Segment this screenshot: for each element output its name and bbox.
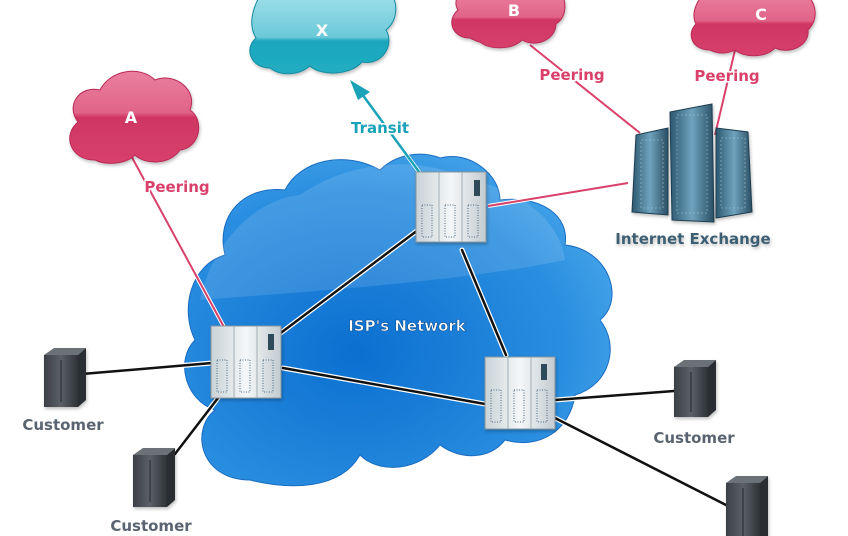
cloud-a: A	[69, 70, 200, 164]
links	[79, 43, 737, 508]
customer-label-2: Customer	[110, 517, 192, 535]
transit-arrowhead	[350, 80, 370, 100]
cloud-x-label: X	[316, 21, 329, 40]
customer-computer-4	[726, 476, 768, 536]
internet-exchange-label: Internet Exchange	[615, 230, 770, 248]
cloud-c-label: C	[755, 5, 767, 24]
cloud-c: C	[690, 0, 816, 57]
cloud-b: B	[451, 0, 566, 49]
transit-label-x: Transit	[351, 119, 409, 137]
customer-link-4	[553, 416, 728, 507]
peering-link-ix	[487, 182, 629, 207]
internet-exchange: Internet Exchange	[615, 103, 771, 248]
customer-link-1	[80, 361, 214, 376]
customer-computer-2	[133, 448, 175, 507]
customer-computer-1	[44, 348, 86, 407]
isp-network-cloud: ISP's Network	[184, 153, 613, 487]
isp-network-label: ISP's Network	[348, 317, 467, 335]
customer-link-2	[173, 396, 220, 456]
peering-link-c	[714, 49, 736, 136]
peering-link-a	[127, 149, 232, 341]
peering-link-b	[529, 44, 641, 134]
cloud-b-label: B	[508, 1, 520, 20]
backbone-left-right	[281, 366, 487, 406]
backbone-left-top	[276, 228, 420, 337]
customer-link-3	[553, 389, 676, 402]
customer-label-1: Customer	[22, 416, 104, 434]
router-right	[484, 356, 556, 430]
peering-label-c: Peering	[694, 67, 759, 85]
peering-label-a: Peering	[144, 178, 209, 196]
peering-label-b: Peering	[539, 66, 604, 84]
backbone-top-right	[460, 248, 508, 357]
cloud-a-label: A	[125, 108, 138, 127]
cloud-x: X	[249, 0, 397, 75]
customer-computer-3	[674, 360, 716, 417]
router-top	[415, 171, 487, 243]
transit-link-x	[360, 93, 427, 181]
router-left	[210, 325, 282, 399]
customer-label-3: Customer	[653, 429, 735, 447]
